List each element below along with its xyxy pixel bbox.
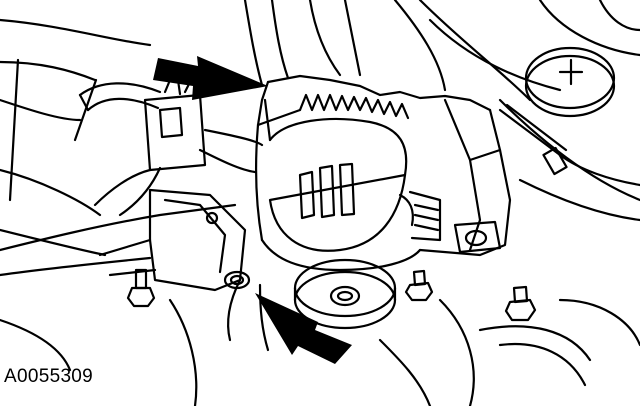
support-rod xyxy=(498,103,568,176)
filler-cap xyxy=(524,46,616,118)
callout-arrow-top xyxy=(153,56,268,100)
engine-bay-outline xyxy=(0,0,640,257)
bracket-bolt-lower xyxy=(223,270,251,290)
hose xyxy=(78,82,162,112)
bracket-bolt-left xyxy=(126,268,156,308)
alternator xyxy=(255,74,512,330)
figure-reference-id: A0055309 xyxy=(4,366,94,387)
lower-housing xyxy=(0,298,640,406)
callout-arrow-bottom xyxy=(255,293,352,364)
mounting-bracket xyxy=(0,188,270,352)
bolt-center xyxy=(404,269,434,302)
wiring-connector xyxy=(93,76,264,217)
bolt-right xyxy=(504,285,537,322)
